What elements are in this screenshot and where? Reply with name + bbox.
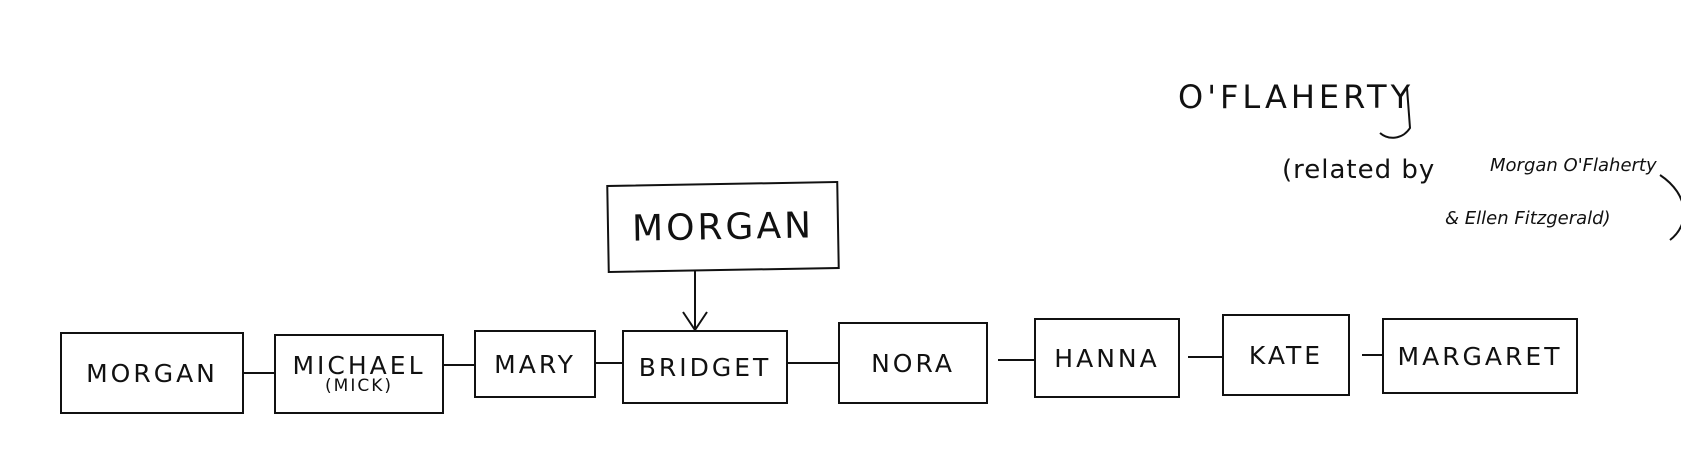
child-node-label: MICHAEL	[292, 350, 426, 380]
child-node-nora: NORA	[838, 322, 988, 404]
child-node-kate: KATE	[1222, 314, 1350, 396]
relation-note-prefix: (related by	[1282, 155, 1436, 185]
child-node-label: MARY	[494, 349, 576, 379]
child-node-mary: MARY	[474, 330, 596, 398]
family-surname-heading: O'FLAHERTY	[1178, 78, 1415, 116]
child-node-label: MARGARET	[1397, 341, 1563, 371]
relation-note-names-line2: & Ellen Fitzgerald)	[1445, 208, 1611, 229]
sibling-connector	[1188, 356, 1222, 358]
child-node-margaret: MARGARET	[1382, 318, 1578, 394]
child-node-label: KATE	[1248, 340, 1324, 370]
child-node-label: NORA	[871, 348, 955, 378]
child-node-label: HANNA	[1054, 343, 1160, 373]
child-node-morgan: MORGAN	[60, 332, 244, 414]
relation-note-names-line1: Morgan O'Flaherty	[1490, 155, 1657, 176]
sibling-connector	[998, 359, 1034, 361]
child-node-label: MORGAN	[86, 358, 218, 388]
heading-underline-hook	[1379, 87, 1412, 139]
sibling-connector	[788, 362, 838, 364]
child-node-nickname: (MICK)	[325, 376, 393, 397]
relation-note-bracket	[1659, 174, 1681, 241]
child-node-michael: MICHAEL (MICK)	[274, 334, 444, 414]
child-node-bridget: BRIDGET	[622, 330, 788, 404]
sibling-connector	[444, 364, 474, 366]
child-node-hanna: HANNA	[1034, 318, 1180, 398]
sibling-connector	[1362, 354, 1382, 356]
sibling-connector	[244, 372, 274, 374]
child-node-label: BRIDGET	[638, 352, 772, 382]
sibling-connector	[596, 362, 622, 364]
